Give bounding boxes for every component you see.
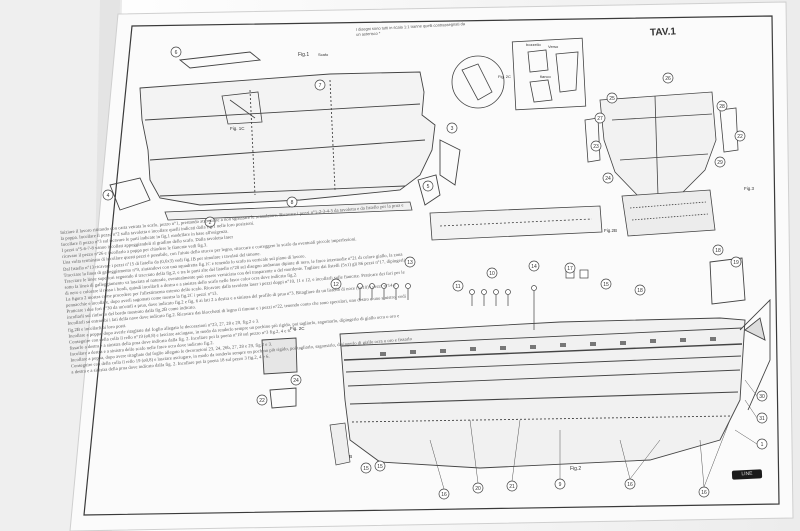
part-24-fig2-label: 24 (293, 378, 299, 384)
part-13-label: 13 (407, 260, 413, 266)
fig2b-caption: Fig.2B (604, 228, 617, 233)
fig1b-detail (329, 422, 351, 466)
fig2-main-hull (261, 257, 771, 469)
part-27-label: 27 (597, 116, 603, 122)
table-label-tav1: TAV.1 (649, 26, 677, 39)
fig1-caption: Fig.1 (298, 52, 309, 58)
fig2-leader-lines (429, 379, 758, 490)
fig2-pins-group (357, 269, 589, 330)
part-12-label: 12 (333, 282, 339, 288)
part-15-label: 15 (603, 282, 609, 288)
part-3-label: 3 (451, 126, 454, 132)
part-16c-label: 16 (701, 490, 707, 496)
part-29-label: 29 (717, 160, 723, 166)
part-17-label: 17 (567, 266, 573, 272)
part-19-label: 19 (733, 260, 739, 266)
part-28-label: 28 (719, 104, 725, 110)
part-26-label: 26 (665, 76, 671, 82)
part-2-label: 2 (209, 220, 212, 226)
part-15b-label: 15 (377, 464, 383, 470)
sheet-border (83, 15, 780, 516)
part-21-label: 21 (509, 484, 515, 490)
part-1-label: 1 (761, 442, 764, 448)
part-5-label: 5 (427, 184, 430, 190)
fig1c-caption: Fig. 1C (230, 126, 245, 131)
part-22-fig2-label: 22 (259, 398, 265, 404)
part-callouts-right (590, 72, 746, 184)
fig3-stern-view (584, 91, 739, 237)
part-16-label: 16 (627, 482, 633, 488)
fig2-caption: Fig.2 (570, 466, 581, 472)
part-7-label: 7 (319, 83, 322, 89)
part-30-label: 30 (759, 394, 765, 400)
fig2c-tag-verso: Verso (548, 44, 559, 49)
fig2c-tag-scalmo: bozzello (526, 42, 541, 47)
fig2-gunports (380, 337, 716, 356)
brand-logo: LINE (731, 469, 763, 480)
part-callouts-top (102, 46, 458, 228)
part-14-label: 14 (531, 264, 537, 270)
part-18-label: 18 (637, 288, 643, 294)
instruction-text-block: Iniziare il lavoro ritirando con carta v… (60, 202, 416, 375)
part-8-label: 8 (291, 200, 294, 206)
part-22-label: 22 (737, 134, 743, 140)
part-23-label: 23 (593, 144, 599, 150)
part-11-label: 11 (455, 284, 460, 290)
part-9-label: 9 (559, 482, 562, 488)
fig2b-parts-strip (429, 205, 603, 241)
fig1-hull-side-view (109, 51, 461, 211)
part-24-label: 24 (605, 176, 611, 182)
part-31-label: 31 (759, 416, 765, 422)
part-callouts-fig2 (256, 244, 768, 500)
fig1c-detail (221, 91, 263, 125)
part-16b-label: 16 (441, 492, 447, 498)
fig1-subcaption: Scafo (318, 52, 329, 57)
part-25-label: 25 (609, 96, 615, 102)
part-10-label: 10 (489, 271, 495, 277)
fig2c-caption: Fig. 2C (498, 74, 511, 79)
fig3-caption: Fig.3 (744, 186, 755, 191)
part-20-label: 20 (475, 486, 481, 492)
part-4-label: 4 (107, 193, 110, 199)
part-18b-label: 18 (715, 248, 721, 254)
fig2c-tag-fianco: fianco (540, 74, 551, 79)
fig1-keel-strip (164, 201, 413, 221)
fig2c-circle-details (451, 37, 587, 111)
fig2c-detail-caption: Fig. 2C (290, 326, 305, 331)
part-15c-label: 15 (363, 466, 369, 472)
part-6-label: 6 (175, 50, 178, 56)
